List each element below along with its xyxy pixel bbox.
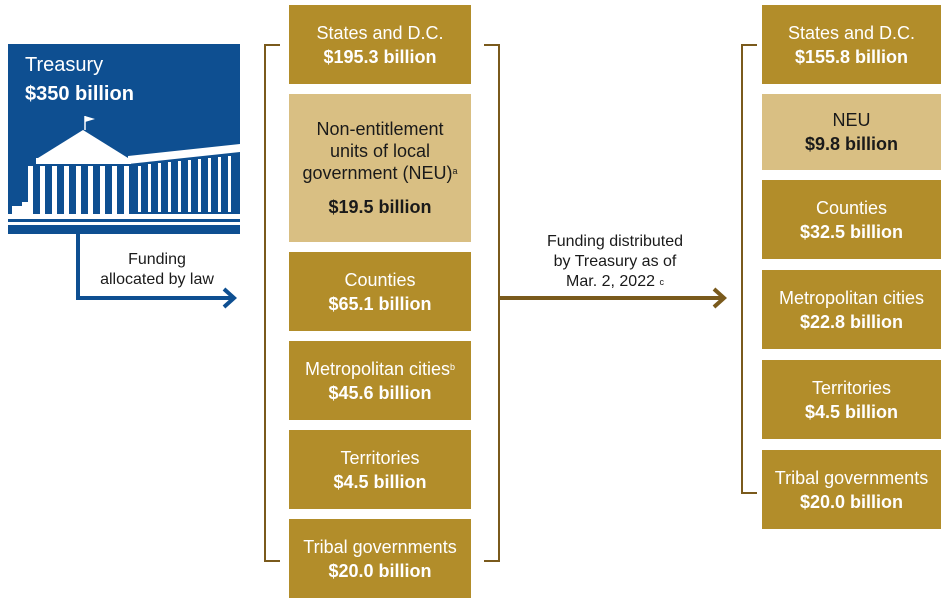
allocated-counties-name: Counties xyxy=(344,269,416,290)
allocated-states-box: States and D.C. $195.3 billion xyxy=(289,5,471,84)
treasury-building-icon xyxy=(8,116,240,225)
distributed-neu-amount: $9.8 billion xyxy=(804,134,899,154)
allocation-arrow xyxy=(76,234,232,300)
allocated-territories-amount: $4.5 billion xyxy=(333,471,427,492)
distributed-metro-box: Metropolitan cities $22.8 billion xyxy=(762,270,941,349)
distributed-metro-amount: $22.8 billion xyxy=(799,311,904,332)
allocation-arrow-label: Funding allocated by law xyxy=(72,250,242,290)
treasury-title: Treasury xyxy=(25,54,104,76)
allocated-counties-amount: $65.1 billion xyxy=(328,293,432,314)
allocated-bracket-left xyxy=(264,44,280,562)
treasury-box: Treasury $350 billion xyxy=(8,44,240,234)
distributed-counties-name: Counties xyxy=(815,197,888,218)
distribution-arrow-label: Funding distributed by Treasury as of Ma… xyxy=(512,232,718,292)
distributed-counties-box: Counties $32.5 billion xyxy=(762,180,941,259)
distribution-label-line-1: Funding distributed xyxy=(546,233,684,250)
allocation-arrowhead xyxy=(222,287,237,309)
allocated-metro-amount: $45.6 billion xyxy=(328,382,432,403)
distributed-neu-box: NEU $9.8 billion xyxy=(762,94,941,170)
allocated-metro-box: Metropolitan citiesb $45.6 billion xyxy=(289,341,471,420)
allocated-tribal-amount: $20.0 billion xyxy=(328,560,432,581)
distribution-label-line-3: Mar. 2, 2022 c xyxy=(566,273,664,290)
allocated-states-amount: $195.3 billion xyxy=(323,46,437,67)
distribution-arrowhead xyxy=(712,287,727,309)
allocated-tribal-box: Tribal governments $20.0 billion xyxy=(289,519,471,598)
allocated-neu-amount: $19.5 billion xyxy=(328,197,432,217)
distributed-counties-amount: $32.5 billion xyxy=(799,221,904,242)
allocated-bracket-right xyxy=(484,44,500,562)
distributed-states-box: States and D.C. $155.8 billion xyxy=(762,5,941,84)
allocated-metro-name: Metropolitan citiesb xyxy=(304,358,456,379)
distributed-states-amount: $155.8 billion xyxy=(794,46,909,67)
distributed-territories-box: Territories $4.5 billion xyxy=(762,360,941,439)
allocated-territories-name: Territories xyxy=(340,447,420,468)
distribution-label-line-2: by Treasury as of xyxy=(553,253,677,270)
allocated-neu-name: Non-entitlement units of local governmen… xyxy=(302,119,458,183)
allocated-neu-box: Non-entitlement units of local governmen… xyxy=(289,94,471,242)
distributed-territories-name: Territories xyxy=(811,377,891,398)
allocated-territories-box: Territories $4.5 billion xyxy=(289,430,471,509)
distributed-tribal-name: Tribal governments xyxy=(774,467,929,488)
distributed-neu-name: NEU xyxy=(832,110,871,130)
allocation-label-line-2: allocated by law xyxy=(100,271,214,288)
distributed-tribal-amount: $20.0 billion xyxy=(799,491,904,512)
distributed-tribal-box: Tribal governments $20.0 billion xyxy=(762,450,941,529)
allocated-counties-box: Counties $65.1 billion xyxy=(289,252,471,331)
distributed-bracket-left xyxy=(741,44,757,494)
allocation-label-line-1: Funding xyxy=(128,251,186,268)
distributed-states-name: States and D.C. xyxy=(787,22,916,43)
allocated-states-name: States and D.C. xyxy=(316,22,444,43)
allocated-tribal-name: Tribal governments xyxy=(303,536,457,557)
treasury-amount: $350 billion xyxy=(25,83,134,105)
distributed-metro-name: Metropolitan cities xyxy=(778,287,925,308)
distributed-territories-amount: $4.5 billion xyxy=(804,401,899,422)
